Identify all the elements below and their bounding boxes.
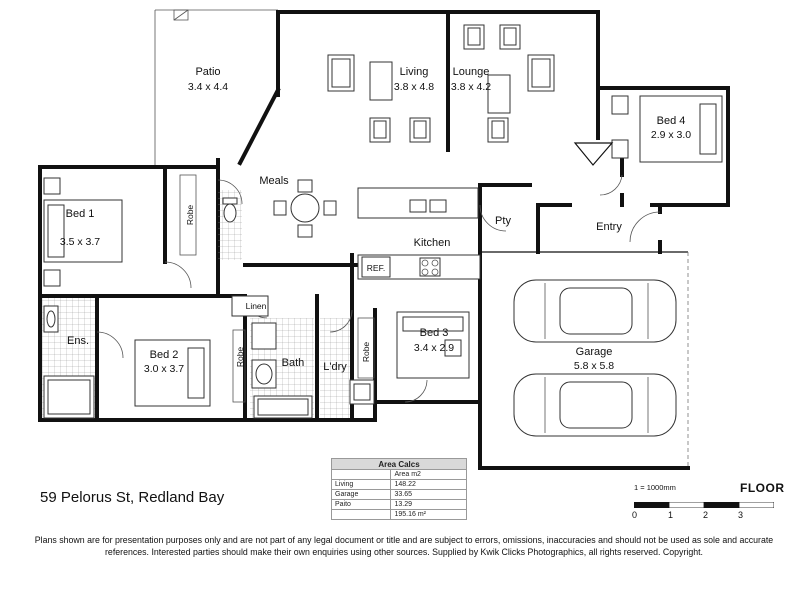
meals-label: Meals — [259, 175, 289, 187]
scale-tick-2: 2 — [703, 510, 709, 520]
bed4-furniture — [573, 95, 723, 166]
area-row-value: 148.22 — [390, 479, 467, 490]
lounge-furniture — [463, 24, 555, 143]
bath-fixtures — [231, 295, 314, 419]
scale-tick-1: 1 — [668, 510, 674, 520]
bed1-dims: 3.5 x 3.7 — [60, 236, 100, 248]
dining-table — [273, 179, 337, 238]
bed2-label: Bed 2 — [150, 349, 179, 361]
lounge-label: Lounge — [453, 66, 490, 78]
table-row: Garage 33.65 — [330, 489, 467, 500]
disclaimer-text: Plans shown are for presentation purpose… — [34, 535, 774, 557]
robe1-label: Robe — [185, 205, 195, 226]
bed1-label: Bed 1 — [66, 208, 95, 220]
area-calcs-header: Area m2 — [390, 469, 467, 480]
area-row-label — [330, 509, 392, 520]
bed4-label: Bed 4 — [657, 115, 686, 127]
area-row-value: 13.29 — [390, 499, 467, 510]
bed3-label: Bed 3 — [420, 327, 449, 339]
laundry-fixtures — [320, 317, 375, 418]
ensuite-fixtures — [42, 298, 95, 419]
pantry-label: Pty — [495, 215, 511, 227]
property-address: 59 Pelorus St, Redland Bay — [40, 489, 225, 506]
table-row: Paito 13.29 — [330, 499, 467, 510]
living-dims: 3.8 x 4.8 — [394, 81, 434, 93]
bed4-dims: 2.9 x 3.0 — [651, 129, 691, 141]
garage-cars — [513, 279, 677, 437]
bed3-dims: 3.4 x 2.9 — [414, 342, 454, 354]
living-furniture — [327, 54, 431, 143]
lounge-dims: 3.8 x 4.2 — [451, 81, 491, 93]
laundry-label: L'dry — [323, 361, 347, 373]
area-row-value: 33.65 — [390, 489, 467, 500]
robe3-label: Robe — [361, 342, 371, 363]
area-row-label: Garage — [330, 489, 392, 500]
patio-label: Patio — [195, 66, 220, 78]
area-calcs-header-blank — [330, 469, 392, 480]
linen-label: Linen — [246, 301, 267, 311]
bath-label: Bath — [282, 357, 305, 369]
table-row: 195.16 m² — [330, 509, 467, 520]
living-label: Living — [400, 66, 429, 78]
area-calcs-title: Area Calcs — [331, 458, 467, 470]
scale-tick-3: 3 — [738, 510, 744, 520]
scale-label: 1 = 1000mm — [634, 483, 676, 492]
area-row-label: Paito — [330, 499, 392, 510]
kitchen-fixtures — [357, 187, 481, 280]
area-calcs-title-row: Area Calcs — [331, 458, 467, 470]
room-labels: Patio 3.4 x 4.4 Living 3.8 x 4.8 Lounge … — [60, 66, 691, 375]
area-calcs-header-row: Area m2 — [330, 469, 467, 480]
kitchen-label: Kitchen — [414, 237, 451, 249]
table-row: Living 148.22 — [330, 479, 467, 490]
bed2-furniture — [134, 329, 246, 407]
bed2-dims: 3.0 x 3.7 — [144, 363, 184, 375]
ensuite-label: Ens. — [67, 335, 89, 347]
bed1-furniture — [43, 174, 197, 287]
bed3-furniture — [396, 311, 470, 379]
garage-dims: 5.8 x 5.8 — [574, 360, 614, 372]
fridge-label: REF. — [367, 263, 385, 273]
floor-label: FLOOR — [740, 481, 785, 495]
area-row-value: 195.16 m² — [390, 509, 467, 520]
area-calcs-table: Area Calcs Area m2 Living 148.22 Garage … — [330, 458, 467, 520]
toilet-wc — [218, 190, 242, 260]
robe2-label: Robe — [235, 347, 245, 368]
area-row-label: Living — [330, 479, 392, 490]
entry-label: Entry — [596, 221, 622, 233]
garage-label: Garage — [576, 346, 613, 358]
scale-legend: 1 = 1000mm FLOOR 0 1 2 3 — [630, 481, 800, 525]
scale-bar — [634, 502, 774, 508]
scale-tick-0: 0 — [632, 510, 638, 520]
patio-dims: 3.4 x 4.4 — [188, 81, 228, 93]
